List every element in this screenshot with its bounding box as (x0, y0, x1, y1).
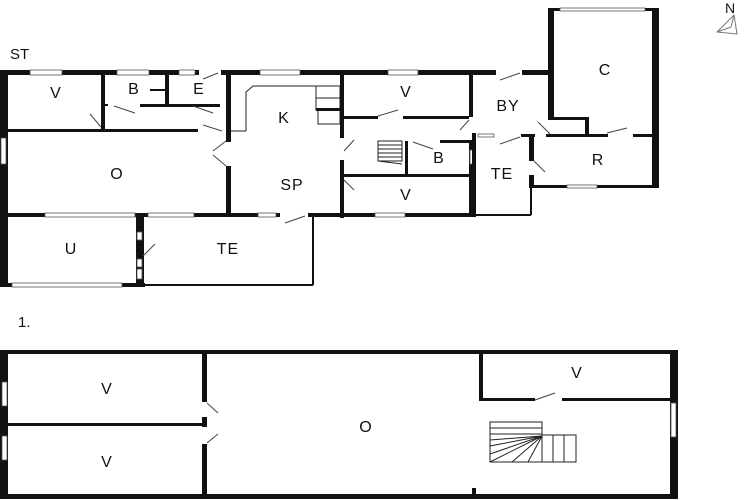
room-label-te1: TE (490, 166, 514, 183)
room-label-r: R (591, 152, 605, 169)
room-label-v3: V (400, 187, 412, 204)
room-label-te2: TE (216, 241, 240, 258)
room-label-v6: V (571, 365, 583, 382)
room-label-by: BY (496, 98, 520, 115)
compass-label: N (725, 0, 736, 16)
room-label-b2: B (433, 150, 445, 167)
room-label-u: U (64, 241, 78, 258)
room-label-c: C (598, 62, 612, 79)
room-label-o1: O (110, 166, 124, 183)
floor-label: 1. (18, 314, 31, 331)
upper-floor (0, 350, 678, 499)
room-label-k: K (278, 110, 290, 127)
room-label-v2: V (400, 84, 412, 101)
north-arrow-icon (715, 13, 738, 35)
room-label-v5: V (101, 454, 113, 471)
site-label: ST (10, 46, 30, 63)
ground-floor (0, 7, 659, 288)
room-label-b1: B (128, 81, 140, 98)
room-label-sp: SP (280, 177, 304, 194)
room-label-o2: O (359, 419, 373, 436)
room-label-v1: V (50, 85, 62, 102)
room-label-v4: V (101, 381, 113, 398)
room-label-e: E (193, 81, 205, 98)
